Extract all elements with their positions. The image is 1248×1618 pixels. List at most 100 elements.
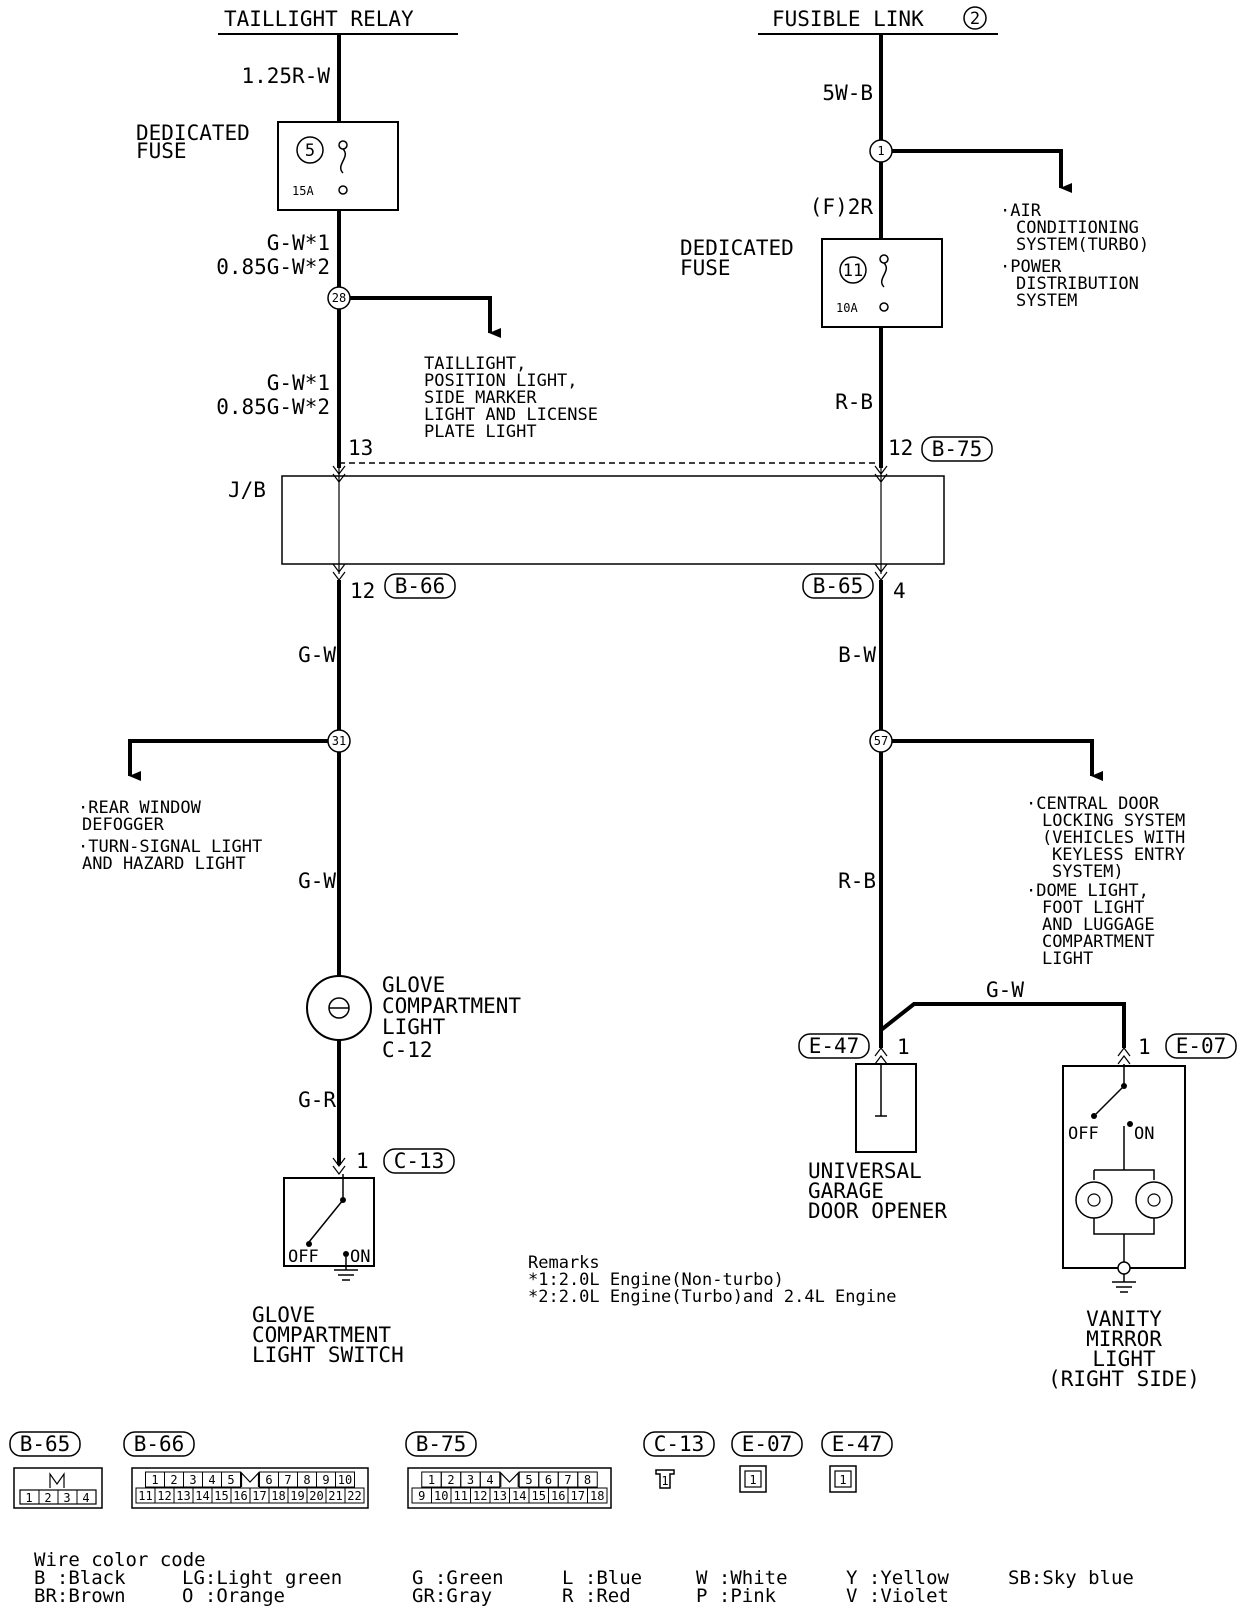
right-fuse-element — [881, 262, 887, 288]
conn-b75-label: B-75 — [416, 1432, 467, 1456]
glove-switch-contact — [308, 1199, 344, 1243]
right-fuse-title-2: FUSE — [680, 256, 731, 280]
garage-name-2: GARAGE — [808, 1179, 884, 1203]
b75-pin: 12 — [473, 1489, 487, 1503]
b75-pin: 16 — [551, 1489, 565, 1503]
glove-switch-name-3: LIGHT SWITCH — [252, 1343, 404, 1367]
right-branch-text-6: SYSTEM — [1016, 291, 1077, 311]
b75-pin: 3 — [467, 1473, 474, 1487]
glove-switch-name-1: GLOVE — [252, 1303, 315, 1327]
b75-pin: 18 — [590, 1489, 604, 1503]
left-wire-c: G-W — [298, 643, 336, 667]
b75-pin-cell — [587, 1487, 608, 1504]
b65-pin: 2 — [44, 1491, 51, 1505]
right-fuse-number: 11 — [843, 261, 863, 281]
b66-pin: 18 — [271, 1489, 285, 1503]
b66-pin: 19 — [290, 1489, 304, 1503]
conn-c13-label: C-13 — [654, 1432, 705, 1456]
b66-pin: 11 — [138, 1489, 152, 1503]
left-wire-d: G-W — [298, 869, 336, 893]
right-splice-top: 1 — [877, 144, 884, 158]
b66-pin: 15 — [214, 1489, 228, 1503]
b66-pin: 17 — [252, 1489, 266, 1503]
remarks-line-2: *2:2.0L Engine(Turbo)and 2.4L Engine — [528, 1287, 896, 1307]
right-branch-text-4: ·POWER — [1000, 257, 1062, 277]
b66-key-icon — [240, 1471, 260, 1487]
b75-pin: 14 — [512, 1489, 526, 1503]
vanity-bulb-left-icon — [1075, 1181, 1113, 1219]
b75-key-icon — [500, 1471, 519, 1487]
left-jb-pin-top: 13 — [348, 436, 373, 460]
left-branch-text-4: LIGHT AND LICENSE — [424, 405, 598, 425]
wcc-lg: LG:Light green — [182, 1567, 342, 1589]
b75-pin: 8 — [584, 1473, 591, 1487]
garage-conn: E-47 — [809, 1034, 860, 1058]
b75-pin: 5 — [525, 1473, 532, 1487]
conn-e07-pin: 1 — [749, 1473, 756, 1487]
b65-pin: 3 — [63, 1491, 70, 1505]
junction-block: J/B — [228, 462, 945, 581]
b65-pin: 4 — [82, 1491, 89, 1505]
left-fuse-title-2: FUSE — [136, 139, 187, 163]
fusible-link-label: FUSIBLE LINK — [772, 7, 924, 31]
b66-pin: 20 — [309, 1489, 323, 1503]
b66-pin: 14 — [195, 1489, 209, 1503]
left-wire-a1: G-W*1 — [267, 231, 330, 255]
b66-pin: 1 — [151, 1473, 158, 1487]
b75-pin: 15 — [532, 1489, 546, 1503]
right-wire-gw: G-W — [986, 978, 1024, 1002]
vanity-conn: E-07 — [1176, 1034, 1227, 1058]
b75-pin: 17 — [571, 1489, 585, 1503]
b66-pin: 5 — [227, 1473, 234, 1487]
b75-pin: 9 — [418, 1489, 425, 1503]
wcc-l: L :Blue — [562, 1567, 642, 1589]
left-branch-text-2: POSITION LIGHT, — [424, 371, 578, 391]
left-fuse-amp: 15A — [292, 184, 314, 198]
left-branch-text-5: PLATE LIGHT — [424, 422, 537, 442]
right-jb-pin-bottom: 4 — [893, 579, 906, 603]
wcc-gr: GR:Gray — [412, 1585, 492, 1607]
left-wire-b1: G-W*1 — [267, 371, 330, 395]
b66-pin: 10 — [338, 1473, 352, 1487]
b75-pin-cell — [577, 1471, 598, 1488]
right-branch2-9: COMPARTMENT — [1042, 932, 1155, 952]
wcc-b: B :Black — [34, 1567, 126, 1589]
left-fuse-element — [340, 148, 346, 174]
b66-pin-cell — [335, 1471, 355, 1488]
b66-pin-cell — [344, 1487, 365, 1504]
jb-box — [281, 475, 945, 565]
right-wire-top: 5W-B — [822, 81, 873, 105]
wire-color-code: Wire color code B :Black BR:Brown LG:Lig… — [34, 1549, 1134, 1607]
right-splice-mid: 57 — [874, 734, 888, 748]
vanity-switch-contact — [1095, 1085, 1125, 1115]
right-branch2-8: AND LUGGAGE — [1042, 915, 1155, 935]
b66-pin: 7 — [284, 1473, 291, 1487]
b75-pin: 13 — [493, 1489, 507, 1503]
b66-pin: 8 — [303, 1473, 310, 1487]
right-branch2-3: (VEHICLES WITH — [1042, 828, 1185, 848]
b75-pin: 6 — [545, 1473, 552, 1487]
conn-c13-pin: 1 — [661, 1474, 668, 1488]
b66-pin: 16 — [233, 1489, 247, 1503]
wcc-v: V :Violet — [846, 1585, 949, 1607]
b66-pin: 3 — [189, 1473, 196, 1487]
right-branch2-4: KEYLESS ENTRY — [1052, 845, 1185, 865]
b75-pin: 10 — [434, 1489, 448, 1503]
right-branch2-10: LIGHT — [1042, 949, 1093, 969]
left-wire-top: 1.25R-W — [241, 64, 330, 88]
b75-pin: 7 — [564, 1473, 571, 1487]
b75-pin: 11 — [454, 1489, 468, 1503]
left-jb-conn-bottom: B-66 — [395, 574, 446, 598]
b75-pin: 1 — [428, 1473, 435, 1487]
vanity-pin: 1 — [1138, 1035, 1151, 1059]
wcc-title: Wire color code — [34, 1549, 206, 1571]
wcc-r: R :Red — [562, 1585, 631, 1607]
conn-e47-pin: 1 — [839, 1473, 846, 1487]
conn-e07-label: E-07 — [742, 1432, 793, 1456]
wcc-o: O :Orange — [182, 1585, 285, 1607]
b66-pin: 2 — [170, 1473, 177, 1487]
conn-b65-face — [13, 1467, 103, 1509]
